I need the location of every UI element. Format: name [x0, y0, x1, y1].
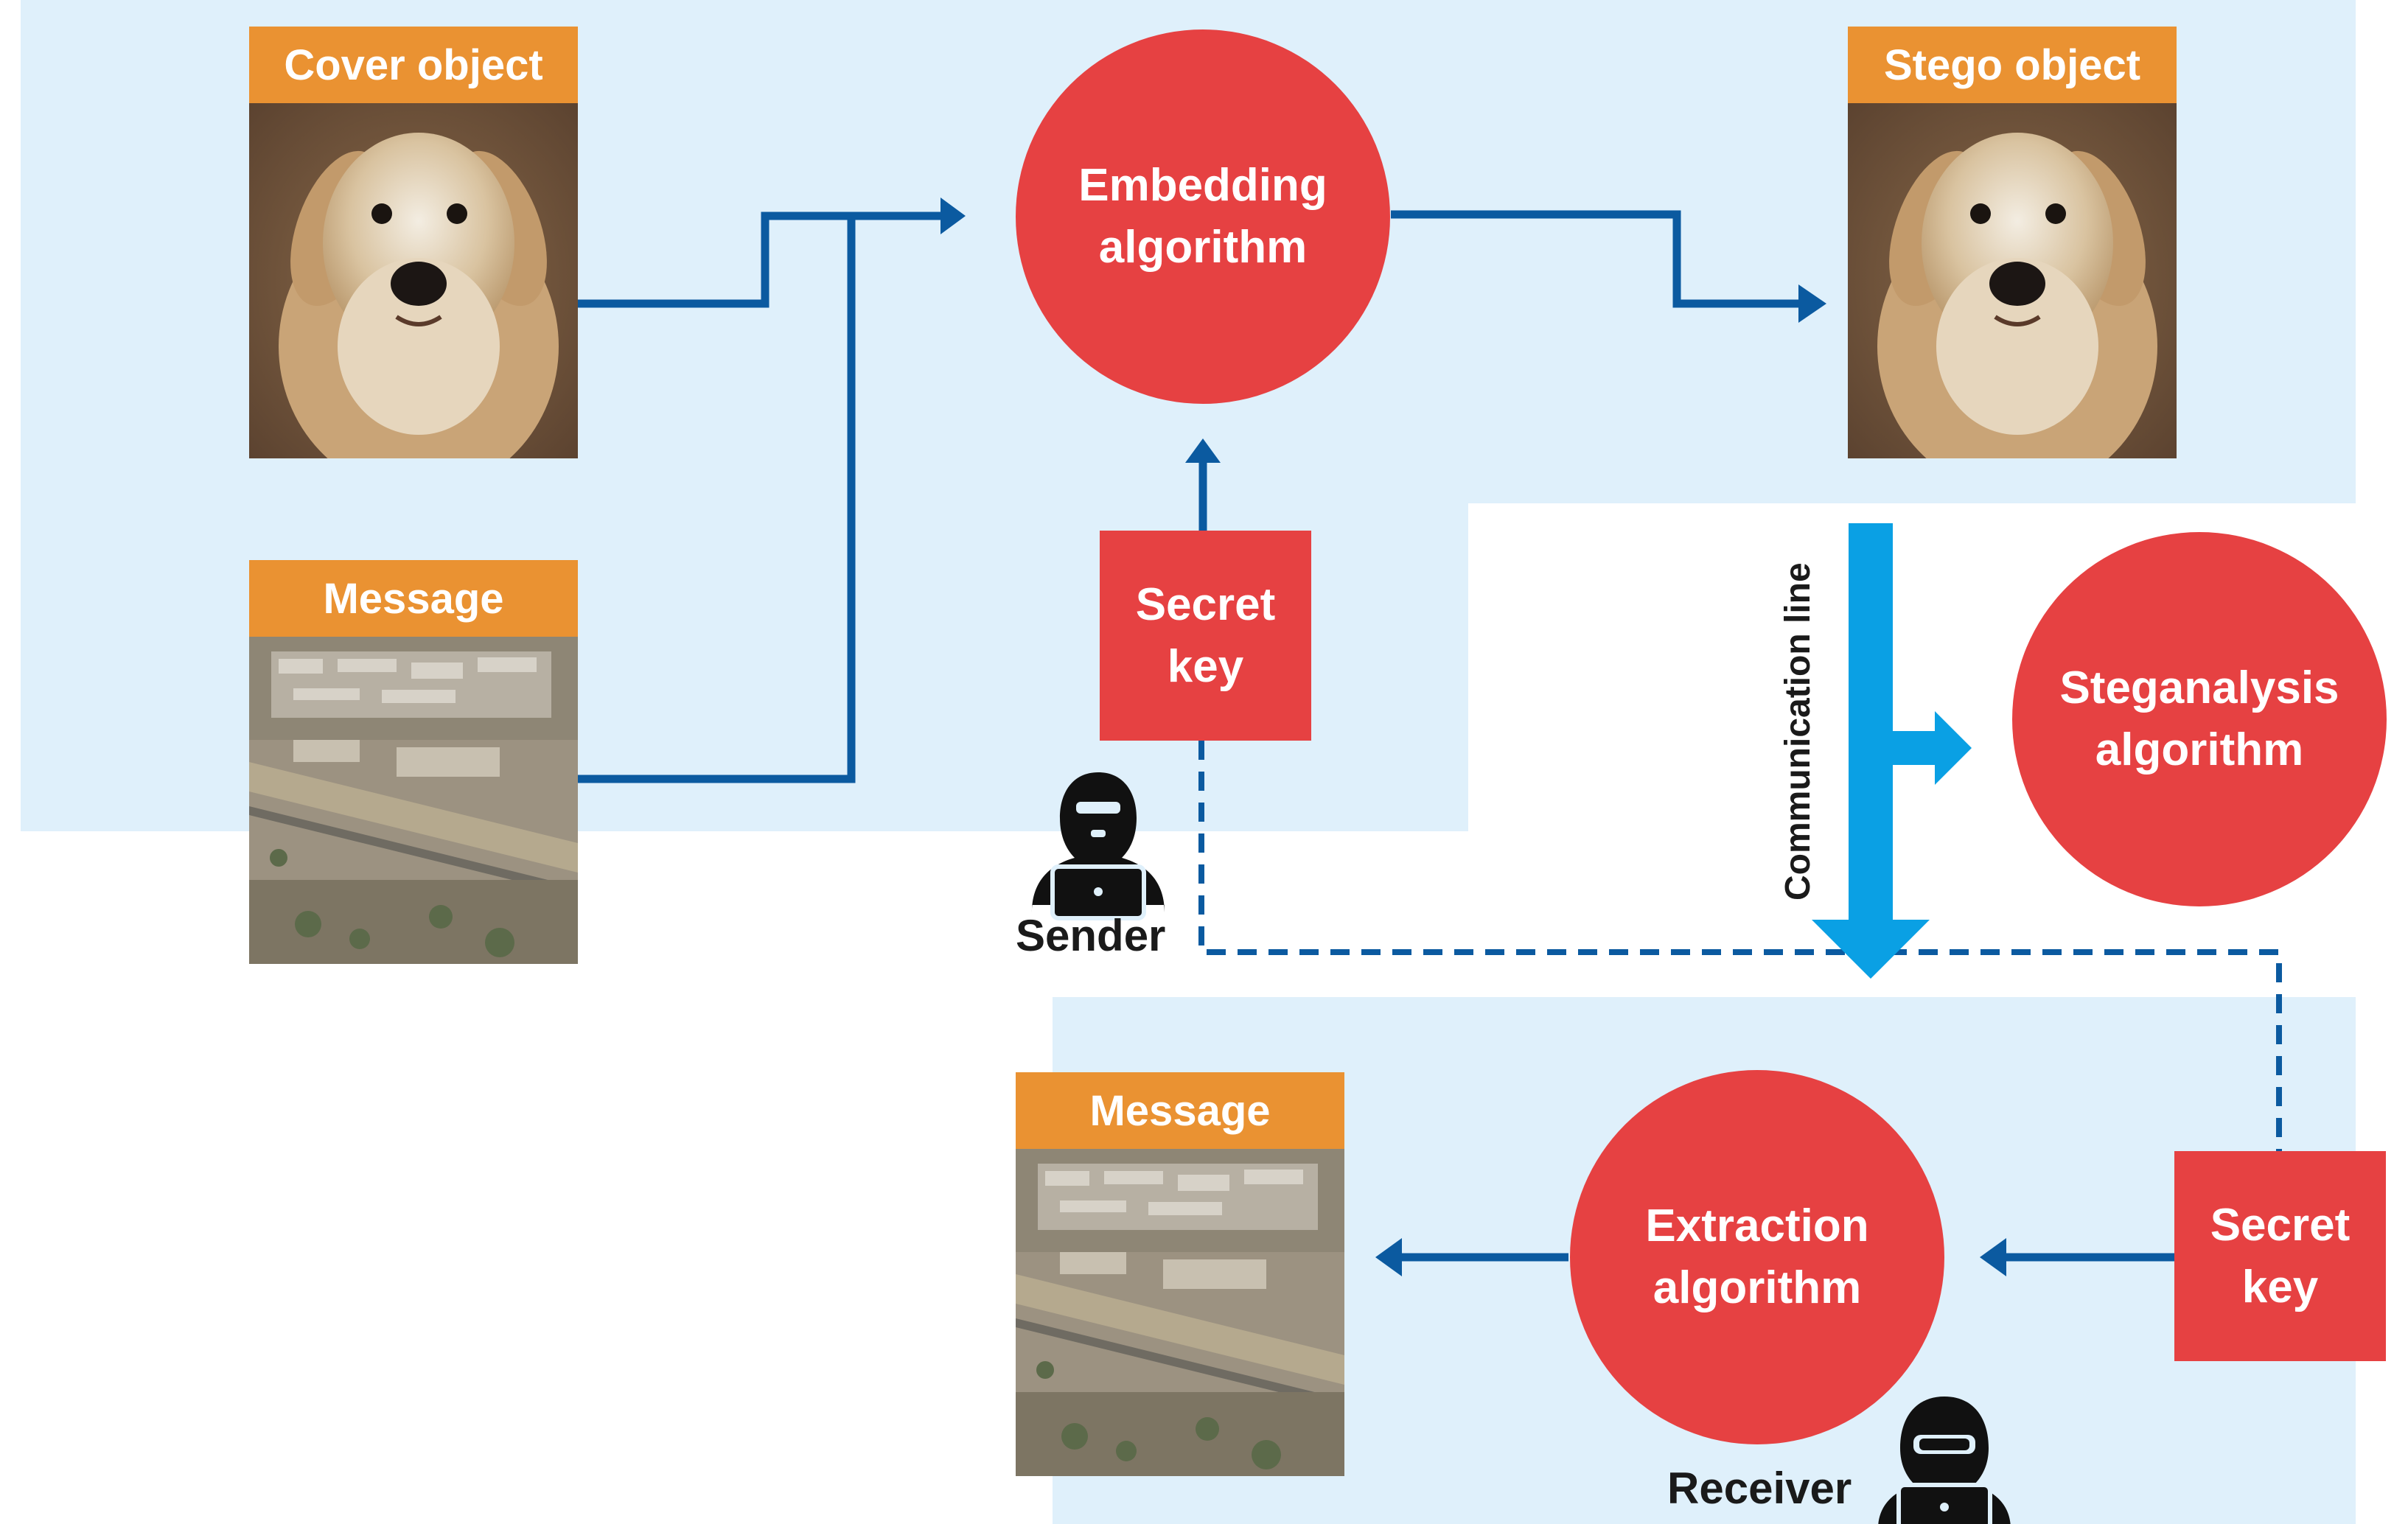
arrowhead-to-embedding: [940, 198, 966, 234]
receiver-hacker-icon: [1878, 1397, 2011, 1524]
stego-object-image: [1848, 103, 2177, 458]
arrowhead-key-up: [1185, 438, 1221, 463]
steganalysis-line1: Steganalysis: [2059, 663, 2339, 713]
steganalysis-line2: algorithm: [2095, 724, 2304, 775]
secret-key-receiver-line2: key: [2241, 1261, 2319, 1312]
shared-secret-dashed-line: [1198, 741, 2282, 1151]
steganalysis-branch-arrowhead: [1935, 711, 1972, 785]
message-output-image: [1016, 1149, 1344, 1476]
arrowhead-to-message: [1375, 1238, 1402, 1276]
secret-key-sender-line2: key: [1167, 640, 1244, 692]
secret-key-sender-line1: Secret: [1135, 579, 1276, 630]
stego-object-label: Stego object: [1848, 27, 2177, 103]
extraction-algorithm-node: Extraction algorithm: [1570, 1070, 1944, 1444]
cover-object-label: Cover object: [249, 27, 578, 103]
message-output-label: Message: [1016, 1072, 1344, 1149]
communication-arrowhead: [1812, 920, 1930, 979]
embedding-algorithm-node: Embedding algorithm: [1016, 29, 1390, 404]
embedding-to-stego-line: [1391, 210, 1798, 308]
steganalysis-algorithm-node: Steganalysis algorithm: [2012, 532, 2387, 906]
secret-key-receiver: Secret key: [2174, 1151, 2386, 1361]
secret-key-sender: Secret key: [1100, 531, 1311, 741]
secret-key-receiver-line1: Secret: [2210, 1199, 2351, 1251]
communication-line-bar: [1849, 523, 1893, 921]
cover-to-embedding-line: [577, 212, 945, 308]
message-input-label: Message: [249, 560, 578, 637]
message-input-image: [249, 637, 578, 964]
arrowhead-to-extraction: [1980, 1238, 2006, 1276]
extraction-line2: algorithm: [1653, 1262, 1862, 1313]
sender-hacker-icon: [1032, 772, 1165, 920]
communication-line-label: Communication line: [1779, 562, 1818, 901]
arrowhead-to-stego: [1798, 284, 1826, 323]
embedding-line2: algorithm: [1098, 222, 1308, 273]
message-to-embedding-line: [577, 216, 856, 783]
extraction-line1: Extraction: [1645, 1200, 1869, 1251]
steganalysis-branch-bar: [1893, 731, 1937, 765]
embedding-line1: Embedding: [1078, 160, 1327, 211]
cover-object-image: [249, 103, 578, 458]
receiver-label: Receiver: [1667, 1464, 1852, 1513]
sender-label: Sender: [1016, 911, 1166, 960]
